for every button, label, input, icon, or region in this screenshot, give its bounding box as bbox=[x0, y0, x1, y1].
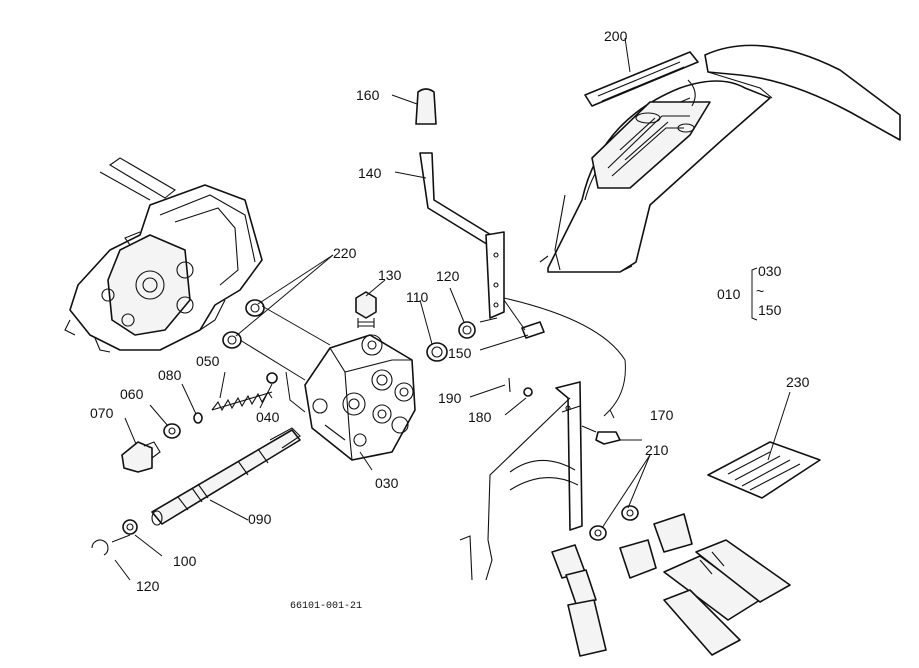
bolt-170 bbox=[581, 425, 621, 445]
callout-100: 100 bbox=[173, 553, 197, 569]
callout-range-030: 030 bbox=[758, 263, 782, 279]
ball-080 bbox=[193, 412, 203, 424]
callout-200: 200 bbox=[604, 28, 628, 44]
plug-130 bbox=[355, 291, 377, 328]
leader-lines bbox=[114, 37, 791, 581]
callout-070: 070 bbox=[90, 405, 114, 421]
callout-160: 160 bbox=[356, 87, 380, 103]
o-ring-110 bbox=[426, 342, 448, 362]
callout-030: 030 bbox=[375, 475, 399, 491]
o-ring-220-upper bbox=[245, 299, 265, 317]
decal-200 bbox=[584, 51, 699, 107]
callout-110: 110 bbox=[406, 289, 429, 305]
callout-050: 050 bbox=[196, 353, 220, 369]
callout-150: 150 bbox=[448, 345, 472, 361]
drawing-code: 66101-001-21 bbox=[290, 601, 362, 612]
manual-230 bbox=[707, 441, 821, 499]
spool-090 bbox=[151, 427, 301, 526]
callout-120-bottom: 120 bbox=[136, 578, 160, 594]
callout-040: 040 bbox=[256, 409, 280, 425]
callout-170: 170 bbox=[650, 407, 674, 423]
callout-range-150: 150 bbox=[758, 302, 782, 318]
grip-160 bbox=[415, 88, 437, 125]
callout-010: 010 bbox=[717, 286, 741, 302]
callout-090: 090 bbox=[248, 511, 272, 527]
pin-190 bbox=[508, 377, 511, 393]
washer-180 bbox=[523, 387, 533, 397]
callout-060: 060 bbox=[120, 386, 144, 402]
washer-060 bbox=[163, 423, 181, 439]
spring-050 bbox=[211, 390, 273, 412]
callout-120-top: 120 bbox=[436, 268, 460, 284]
callout-220: 220 bbox=[333, 245, 357, 261]
callout-180: 180 bbox=[468, 409, 492, 425]
washer-100 bbox=[122, 519, 138, 535]
hose-fittings bbox=[551, 505, 791, 657]
control-valve-030 bbox=[304, 334, 416, 461]
fender-assembly bbox=[539, 44, 901, 273]
plug-070 bbox=[121, 441, 161, 473]
callout-130: 130 bbox=[378, 267, 402, 283]
pin-150 bbox=[521, 321, 545, 339]
snap-ring-120-top bbox=[458, 321, 476, 339]
lever-bracket bbox=[459, 381, 583, 581]
callout-190: 190 bbox=[438, 390, 462, 406]
connection-lines bbox=[111, 297, 626, 543]
callout-080: 080 bbox=[158, 367, 182, 383]
callout-labels: 200 160 140 220 130 120 110 150 050 080 … bbox=[90, 28, 810, 594]
lever-140 bbox=[419, 152, 505, 319]
callout-140: 140 bbox=[358, 165, 382, 181]
hydraulic-pump-housing bbox=[64, 157, 263, 353]
snap-ring-120-bottom bbox=[91, 539, 109, 556]
callout-230: 230 bbox=[786, 374, 810, 390]
ball-040 bbox=[266, 372, 278, 384]
callout-range-symbol: ~ bbox=[756, 283, 764, 299]
callout-210: 210 bbox=[645, 442, 669, 458]
